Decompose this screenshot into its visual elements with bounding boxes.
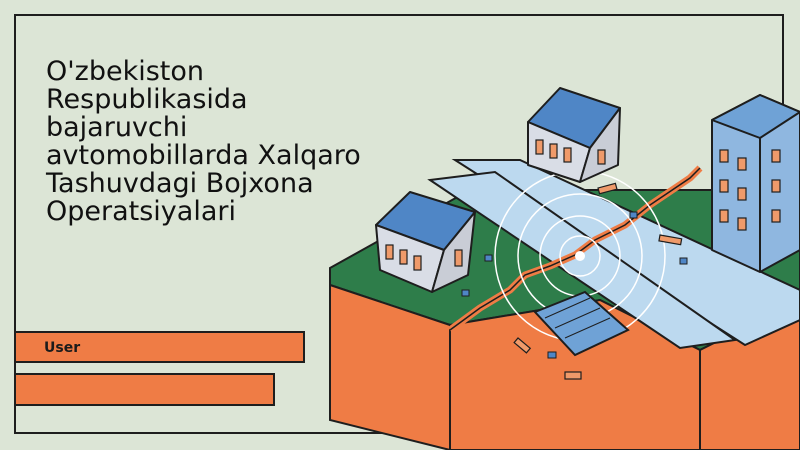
author-bar: User: [14, 331, 305, 363]
author-label: User: [44, 340, 81, 356]
subtitle-bar: [14, 373, 275, 406]
earthquake-illustration-icon: [329, 87, 800, 450]
slide-title: O'zbekiston Respublikasida bajaruvchi av…: [46, 56, 361, 227]
